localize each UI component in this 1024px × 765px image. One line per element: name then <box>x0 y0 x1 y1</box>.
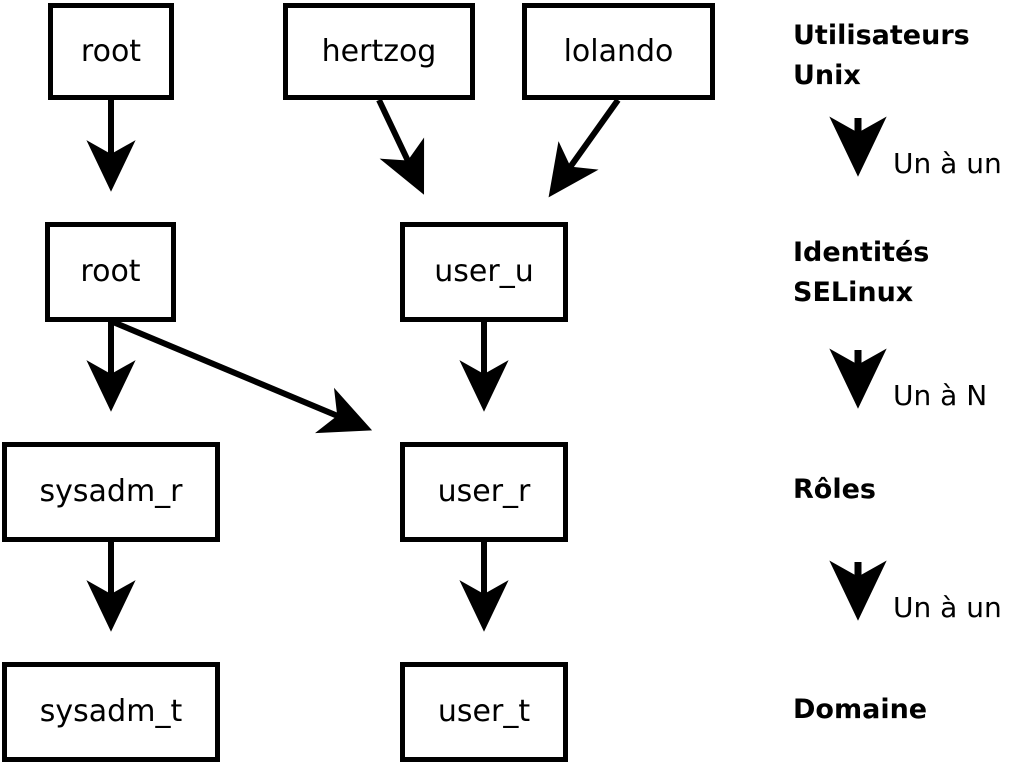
legend-roles: Rôles <box>793 474 876 505</box>
node-label-role-sysadm: sysadm_r <box>39 474 183 509</box>
node-label-domain-user: user_t <box>437 694 531 729</box>
legend-arrow-2-label: Un à N <box>893 379 988 412</box>
node-domain-sysadm: sysadm_t <box>2 662 220 762</box>
node-domain-user: user_t <box>400 662 568 762</box>
node-label-domain-sysadm: sysadm_t <box>39 694 183 729</box>
node-label-unix-hertzog: hertzog <box>321 33 437 69</box>
edge-lolando-to-user-u <box>548 98 621 198</box>
legend-unix-users: Utilisateurs Unix <box>793 20 970 91</box>
node-label-role-user: user_r <box>437 474 531 509</box>
node-unix-lolando: lolando <box>522 3 715 100</box>
legend-arrow-3-label: Un à un <box>893 591 1002 624</box>
edge-paths <box>86 98 621 632</box>
node-role-user: user_r <box>400 442 568 542</box>
node-unix-hertzog: hertzog <box>283 3 475 100</box>
legend-selinux-identities: Identités SELinux <box>793 237 930 308</box>
edge-ident-root-to-user-r <box>111 319 373 434</box>
node-ident-root: root <box>45 222 176 322</box>
node-unix-root: root <box>48 3 174 100</box>
node-label-ident-root: root <box>80 254 141 289</box>
node-ident-user-u: user_u <box>400 222 568 322</box>
node-label-unix-root: root <box>80 33 142 69</box>
legend-arrow-1-label: Un à un <box>893 147 1002 180</box>
legend-domain: Domaine <box>793 694 928 725</box>
node-role-sysadm: sysadm_r <box>2 442 220 542</box>
edge-hertzog-to-user-u <box>376 98 425 195</box>
node-label-unix-lolando: lolando <box>563 33 674 69</box>
node-label-ident-user-u: user_u <box>434 254 534 289</box>
